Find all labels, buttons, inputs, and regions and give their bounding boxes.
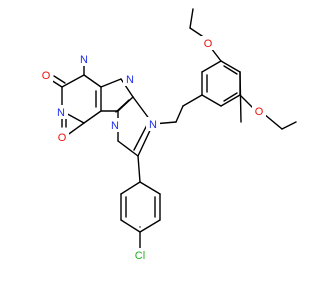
bond <box>83 74 102 88</box>
bond <box>220 94 241 107</box>
bond <box>201 94 222 107</box>
atom-label-oxygen: O <box>42 70 51 82</box>
atom-label-oxygen: O <box>255 106 264 118</box>
bond <box>120 181 141 195</box>
bond <box>210 47 222 62</box>
bond <box>239 94 254 109</box>
bond <box>281 121 297 130</box>
bond <box>115 99 130 113</box>
atom-label-oxygen: O <box>58 132 67 144</box>
atom-label-nitrogen: N <box>80 54 88 66</box>
bond <box>263 113 283 130</box>
bond <box>117 140 139 157</box>
bond <box>53 75 66 84</box>
atom-label-chlorine: Cl <box>135 250 145 262</box>
bond <box>100 78 122 88</box>
structure-svg: O N N N N O N O O Cl <box>41 8 297 262</box>
bond <box>139 219 161 233</box>
bond <box>189 8 194 29</box>
bond <box>175 105 184 123</box>
bond <box>139 181 161 195</box>
bond <box>220 60 241 73</box>
bond <box>133 124 148 151</box>
bond <box>137 155 141 183</box>
atom-label-nitrogen: N <box>126 74 134 86</box>
bond <box>223 92 238 102</box>
atom-label-oxygen: O <box>204 38 213 50</box>
bond <box>120 219 141 233</box>
bond <box>182 94 203 107</box>
bond <box>239 71 242 123</box>
bond <box>83 110 102 124</box>
bond <box>223 65 238 75</box>
bond <box>201 60 222 73</box>
atom-label-nitrogen: N <box>111 120 119 132</box>
molecule-structure: O N N N N O N O O Cl <box>41 8 297 262</box>
bond <box>61 74 85 88</box>
atom-label-nitrogen: N <box>57 107 65 119</box>
atom-label-nitrogen: N <box>149 119 157 131</box>
